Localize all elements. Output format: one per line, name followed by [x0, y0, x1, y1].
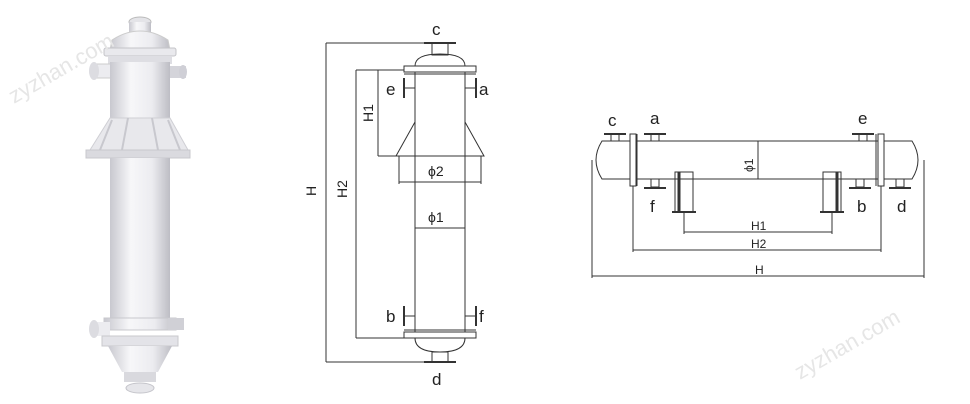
v-dim-H: H — [303, 186, 319, 196]
v-label-a: a — [479, 80, 489, 99]
h-dim-phi1: ϕ1 — [742, 158, 756, 172]
h-dim-H: H — [755, 263, 764, 277]
v-label-c: c — [432, 20, 441, 39]
v-dim-H1: H1 — [360, 104, 376, 122]
h-label-d: d — [897, 197, 906, 216]
h-label-a: a — [650, 109, 660, 128]
h-dim-H2: H2 — [751, 237, 767, 251]
v-dim-phi2: ϕ2 — [428, 163, 444, 179]
h-label-b: b — [857, 197, 866, 216]
v-label-d: d — [432, 370, 441, 389]
v-label-f: f — [479, 307, 484, 326]
product-photo — [85, 16, 191, 394]
h-dim-H1: H1 — [751, 219, 767, 233]
h-label-f: f — [650, 197, 655, 216]
horizontal-drawing — [591, 133, 925, 278]
v-label-b: b — [386, 307, 395, 326]
h-label-c: c — [608, 111, 617, 130]
v-dim-phi1: ϕ1 — [428, 209, 444, 225]
v-label-e: e — [386, 80, 395, 99]
watermark-bottom: zyzhan.com — [790, 304, 904, 384]
vertical-drawing — [325, 42, 485, 363]
h-label-e: e — [858, 109, 867, 128]
v-dim-H2: H2 — [334, 180, 350, 198]
